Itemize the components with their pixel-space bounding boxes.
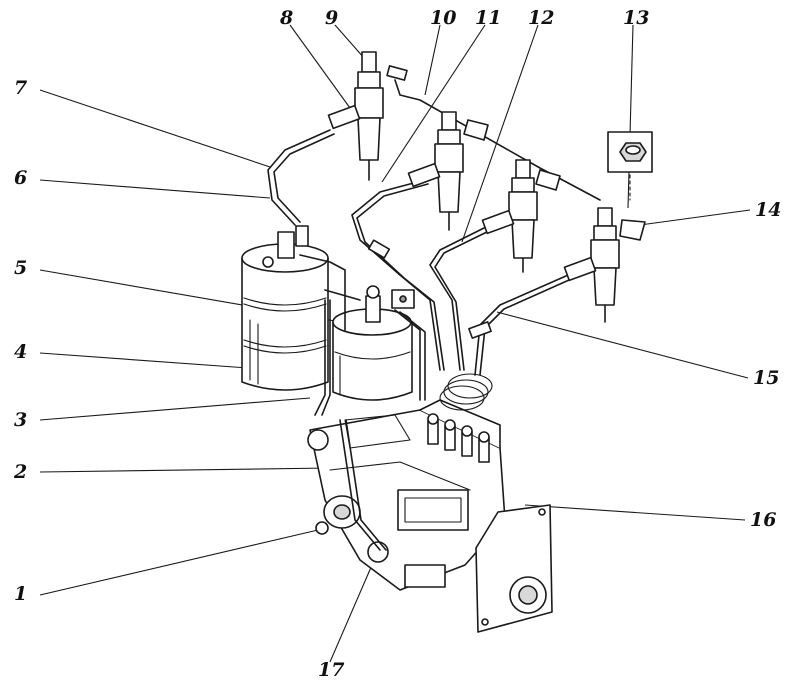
callout-2: 2 <box>14 461 28 483</box>
callout-10: 10 <box>430 7 457 29</box>
injector-1 <box>327 51 408 181</box>
callout-12: 12 <box>528 7 555 29</box>
callout-11: 11 <box>475 7 502 29</box>
callout-13: 13 <box>623 7 650 29</box>
callout-1: 1 <box>14 583 28 605</box>
callout-3: 3 <box>14 409 28 431</box>
injector-3 <box>481 159 561 273</box>
callout-4: 4 <box>14 341 28 363</box>
callout-16: 16 <box>750 509 777 531</box>
callout-7: 7 <box>14 77 28 99</box>
callout-8: 8 <box>280 7 294 29</box>
injector-4 <box>563 207 646 323</box>
callout-14: 14 <box>755 199 782 221</box>
fuel-filter-fine <box>332 285 415 401</box>
callout-15: 15 <box>753 367 780 389</box>
injection-pump <box>307 373 553 633</box>
callout-17: 17 <box>318 659 345 681</box>
callout-6: 6 <box>14 167 28 189</box>
callout-9: 9 <box>325 7 339 29</box>
callout-5: 5 <box>14 257 28 279</box>
injector-2 <box>407 111 489 231</box>
injectors <box>327 51 646 323</box>
nut-detail <box>607 131 653 201</box>
fuel-filter-coarse <box>241 225 329 391</box>
leader-lines <box>39 24 751 663</box>
